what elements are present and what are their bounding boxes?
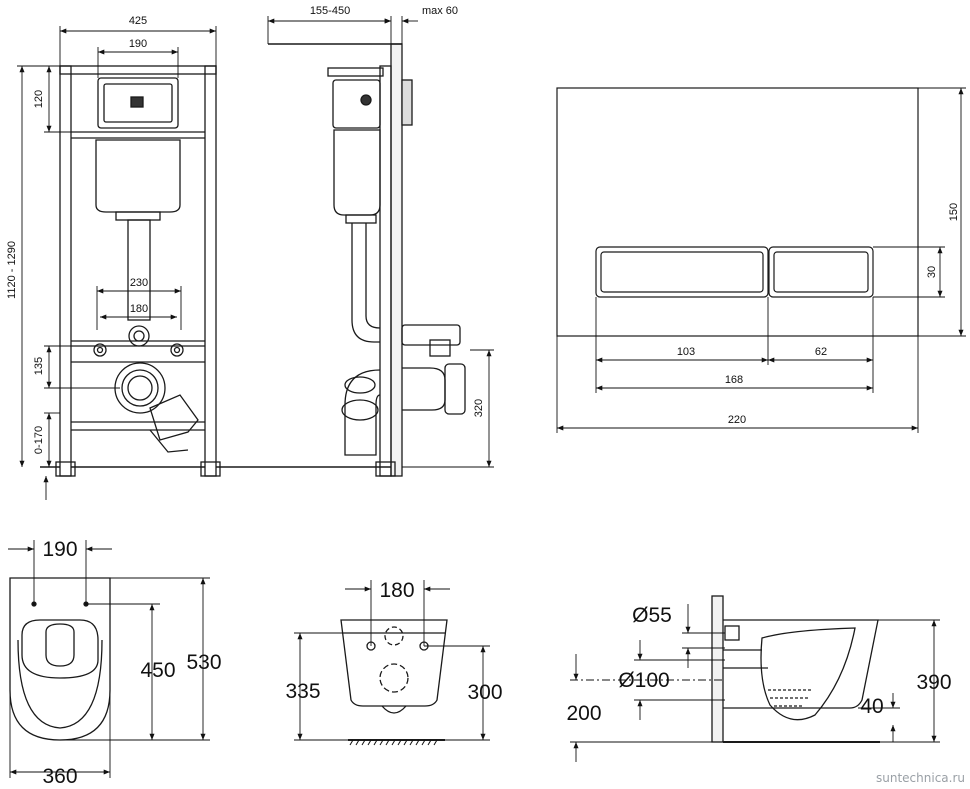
dim-rear-height-left: 335 [285, 680, 320, 703]
dim-floor-adjust: 0-170 [33, 426, 45, 454]
bowl-top-view [9, 577, 111, 741]
dim-button-height: 30 [926, 266, 938, 278]
dim-wall-depth: 155-450 [310, 5, 350, 17]
dim-height-range: 1120 - 1290 [6, 241, 18, 299]
dim-rim-depth: 40 [860, 695, 883, 718]
dim-bolt-inner: 180 [130, 303, 148, 315]
frame-front-dimensions [17, 26, 217, 500]
dim-outlet-height: 200 [566, 702, 601, 725]
frame-side-view [220, 43, 466, 477]
dim-drain-height: 135 [33, 357, 45, 375]
dim-max-depth: max 60 [422, 5, 458, 17]
dim-plate-width: 220 [728, 414, 746, 426]
bowl-side-dimensions [570, 604, 940, 762]
dim-bolt-outer: 230 [130, 277, 148, 289]
watermark: suntechnica.ru [876, 771, 965, 785]
dim-rear-height-right: 300 [467, 681, 502, 704]
dim-bowl-width: 360 [42, 765, 77, 788]
dim-bowl-outer-length: 530 [186, 651, 221, 674]
dim-plate-width: 190 [129, 38, 147, 50]
dim-plate-height: 150 [948, 203, 960, 221]
flush-plate [556, 87, 919, 337]
dim-left-button: 103 [677, 346, 695, 358]
flush-plate-dimensions [556, 87, 966, 433]
dim-buttons-total: 168 [725, 374, 743, 386]
bowl-side-view [711, 595, 880, 743]
dim-bowl-inner-length: 450 [140, 659, 175, 682]
dim-rear-hole-spacing: 180 [379, 579, 414, 602]
bowl-rear-hatch [349, 739, 438, 746]
dim-frame-width: 425 [129, 15, 147, 27]
dim-bowl-height: 390 [916, 671, 951, 694]
dim-bowl-hole-spacing: 190 [42, 538, 77, 561]
bowl-rear-dimensions [294, 580, 490, 741]
frame-side-dimensions [267, 16, 494, 468]
dim-outlet-height: 320 [473, 399, 485, 417]
bowl-top-dimensions [8, 540, 210, 778]
dim-outlet-diameter: Ø100 [618, 669, 669, 692]
dim-inlet-diameter: Ø55 [632, 604, 672, 627]
dim-right-button: 62 [815, 346, 827, 358]
bowl-rear-view [340, 619, 448, 741]
dim-top-height: 120 [33, 90, 45, 108]
frame-front-view [40, 65, 221, 477]
